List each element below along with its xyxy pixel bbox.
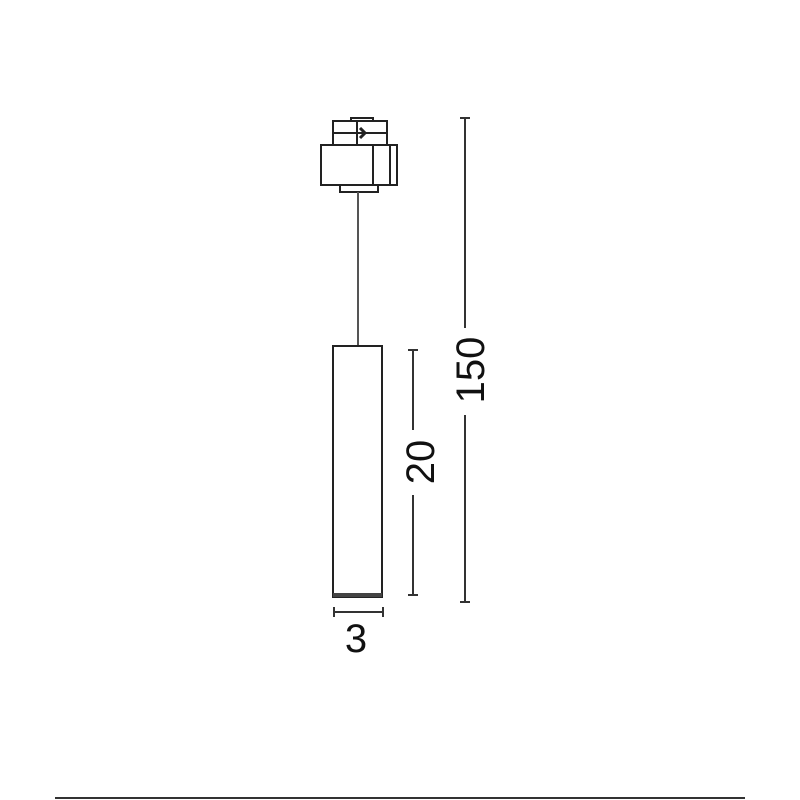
diameter-dimension-line — [333, 607, 384, 617]
total-height-label: 150 — [449, 337, 493, 404]
total-height-dimension-line — [460, 117, 470, 603]
body-height-dimension-line — [408, 349, 418, 596]
diameter-label: 3 — [345, 617, 367, 661]
track-adapter — [320, 117, 398, 193]
lamp-body-tube — [332, 345, 383, 598]
body-height-label: 20 — [399, 440, 443, 485]
